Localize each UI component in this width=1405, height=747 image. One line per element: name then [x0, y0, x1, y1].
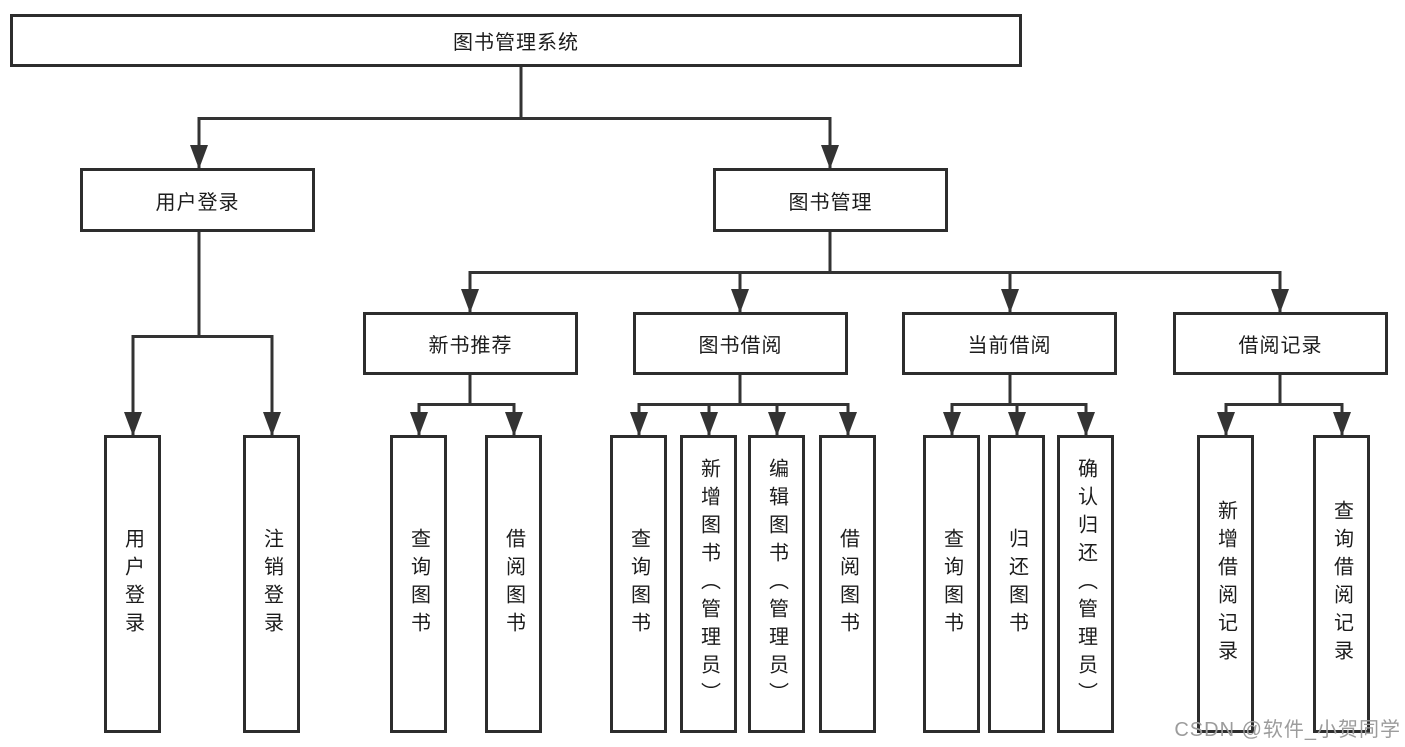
leaf-label: 编辑图书（管理员） [765, 458, 788, 710]
csdn-watermark: CSDN @软件_小贺同学 [1174, 719, 1401, 741]
leaf-label: 注销登录 [260, 528, 283, 640]
leaf-label: 借阅图书 [836, 528, 859, 640]
node-user-login: 用户登录 [80, 168, 315, 232]
node-label: 用户登录 [155, 191, 240, 214]
node-label: 图书管理系统 [453, 32, 579, 54]
leaf-label: 新增图书（管理员） [697, 458, 720, 710]
leaf-borrow-books: 借阅图书 [819, 435, 876, 733]
leaf-query-books-recommend: 查询图书 [390, 435, 447, 733]
leaf-label: 新增借阅记录 [1214, 500, 1237, 668]
leaf-query-books-borrow: 查询图书 [610, 435, 667, 733]
leaf-edit-books-admin: 编辑图书（管理员） [748, 435, 805, 733]
leaf-label: 归还图书 [1005, 528, 1028, 640]
leaf-label: 确认归还（管理员） [1074, 458, 1097, 710]
leaf-confirm-return-admin: 确认归还（管理员） [1057, 435, 1114, 733]
node-current-borrow: 当前借阅 [902, 312, 1117, 375]
leaf-add-borrow-record: 新增借阅记录 [1197, 435, 1254, 733]
leaf-label: 查询借阅记录 [1330, 500, 1353, 668]
node-book-management: 图书管理 [713, 168, 948, 232]
node-label: 图书借阅 [698, 335, 783, 357]
node-label: 图书管理 [788, 191, 873, 214]
node-book-borrow: 图书借阅 [633, 312, 848, 375]
leaf-user-login: 用户登录 [104, 435, 161, 733]
leaf-query-books-current: 查询图书 [923, 435, 980, 733]
node-label: 当前借阅 [967, 335, 1052, 357]
node-root-system: 图书管理系统 [10, 14, 1022, 67]
node-borrow-records: 借阅记录 [1173, 312, 1388, 375]
node-label: 借阅记录 [1238, 335, 1323, 357]
leaf-label: 查询图书 [627, 528, 650, 640]
leaf-label: 查询图书 [940, 528, 963, 640]
leaf-add-books-admin: 新增图书（管理员） [680, 435, 737, 733]
leaf-logout: 注销登录 [243, 435, 300, 733]
leaf-borrow-books-recommend: 借阅图书 [485, 435, 542, 733]
leaf-label: 借阅图书 [502, 528, 525, 640]
node-label: 新书推荐 [428, 335, 513, 357]
leaf-label: 用户登录 [121, 528, 144, 640]
node-new-book-recommend: 新书推荐 [363, 312, 578, 375]
leaf-label: 查询图书 [407, 528, 430, 640]
leaf-query-borrow-record: 查询借阅记录 [1313, 435, 1370, 733]
leaf-return-books: 归还图书 [988, 435, 1045, 733]
